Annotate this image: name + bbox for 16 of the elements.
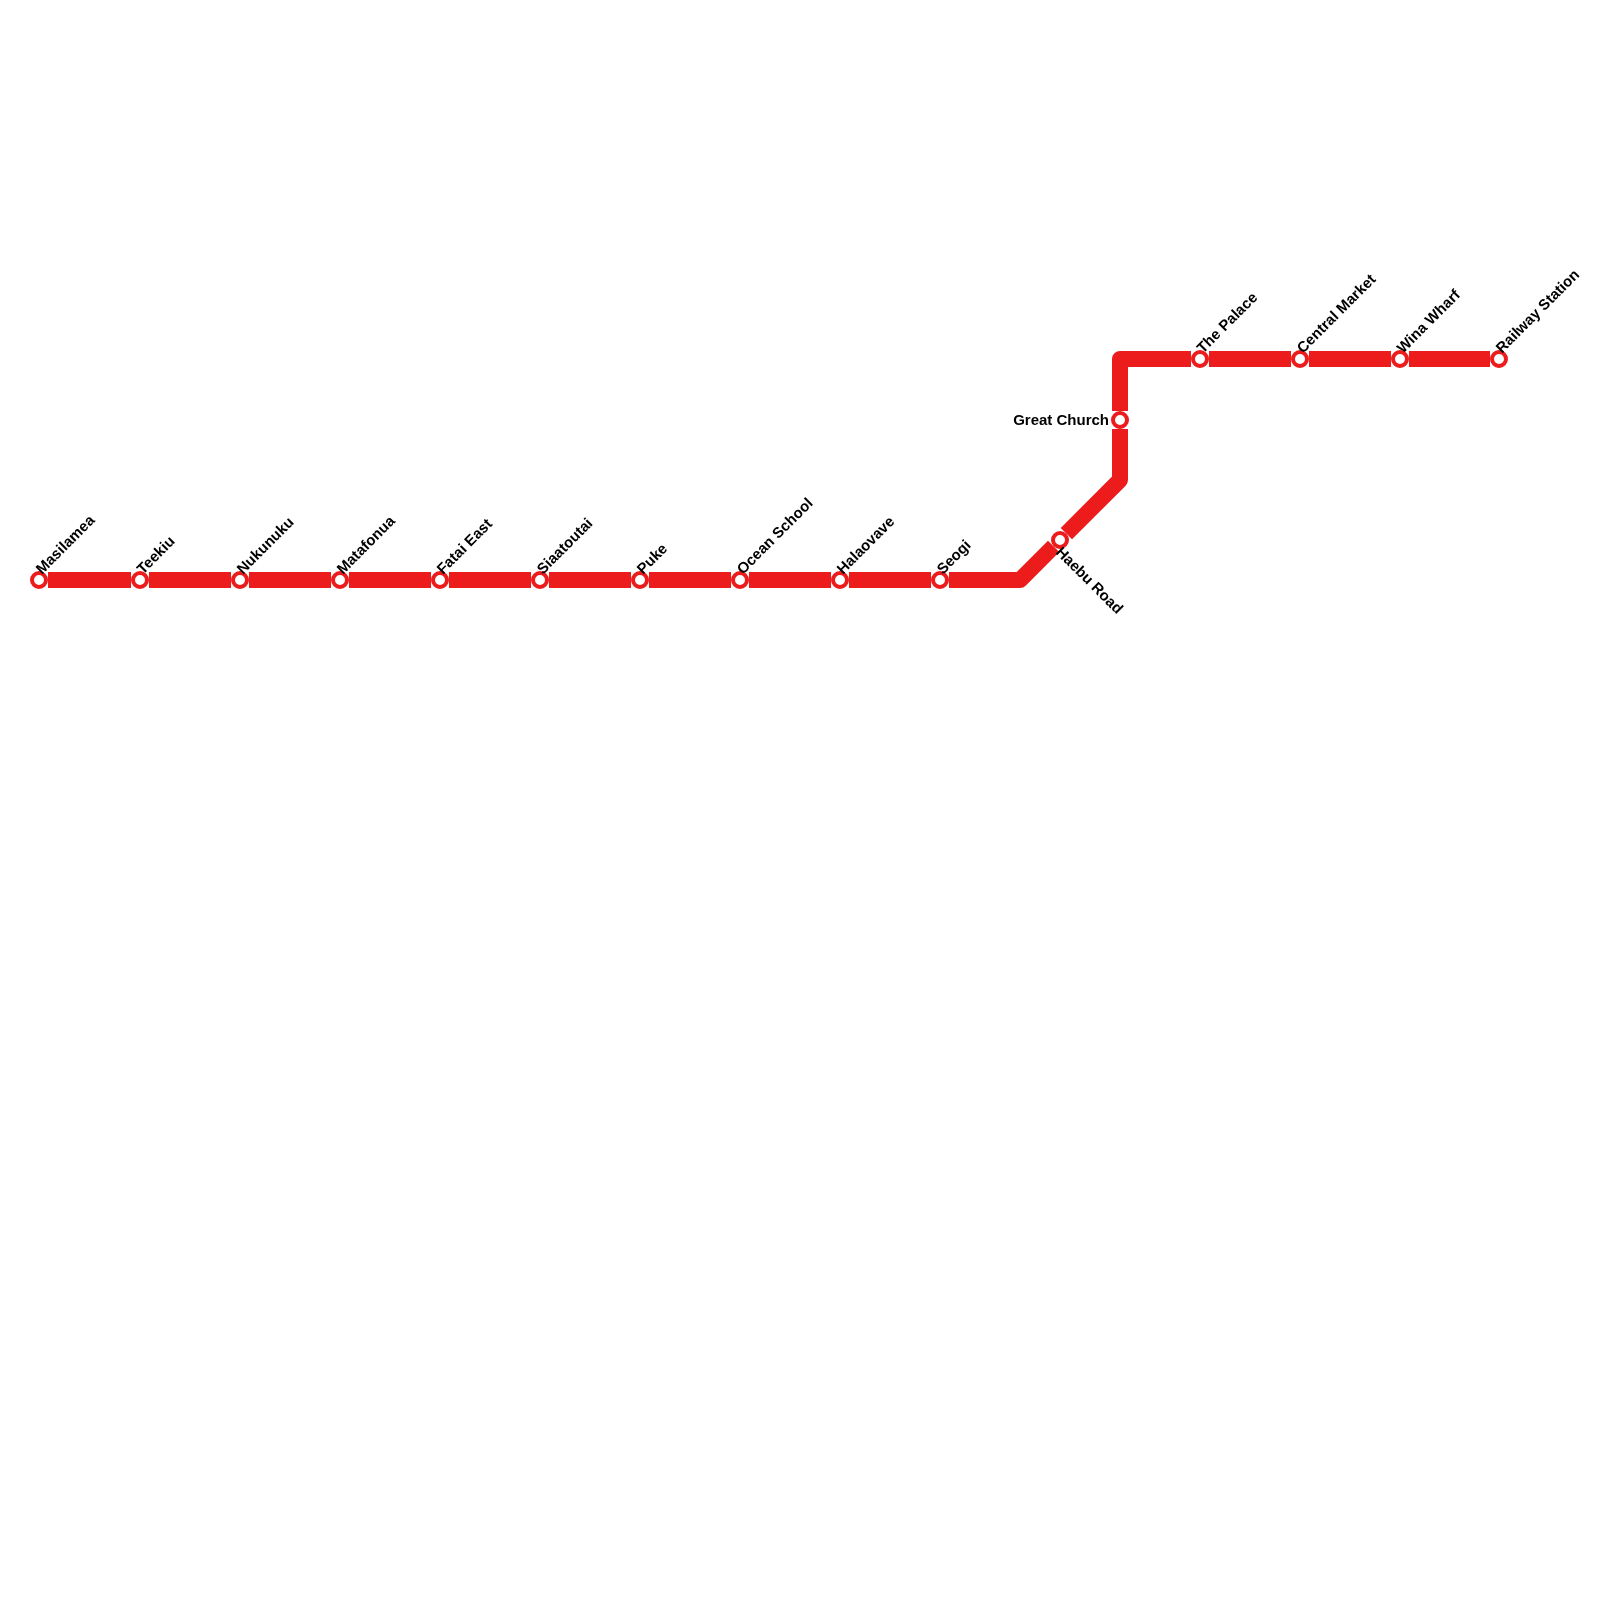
rail-line-segment: [249, 572, 331, 588]
rail-line-segment: [1112, 351, 1191, 411]
rail-line-segment: [649, 572, 731, 588]
rail-line-segment: [1209, 351, 1291, 367]
rail-line-segment: [849, 572, 931, 588]
rail-line-segment: [549, 572, 631, 588]
rail-line-segment: [149, 572, 231, 588]
station-name: Great Church: [1013, 411, 1109, 429]
rail-line-segment: [1309, 351, 1391, 367]
rail-line-segment: [749, 572, 831, 588]
rail-line-segment: [1060, 429, 1128, 540]
rail-line-segment: [1409, 351, 1490, 367]
rail-line-segment: [48, 572, 131, 588]
rail-line-segment: [949, 540, 1060, 588]
rail-line-segment: [349, 572, 431, 588]
rail-line-segment: [449, 572, 531, 588]
